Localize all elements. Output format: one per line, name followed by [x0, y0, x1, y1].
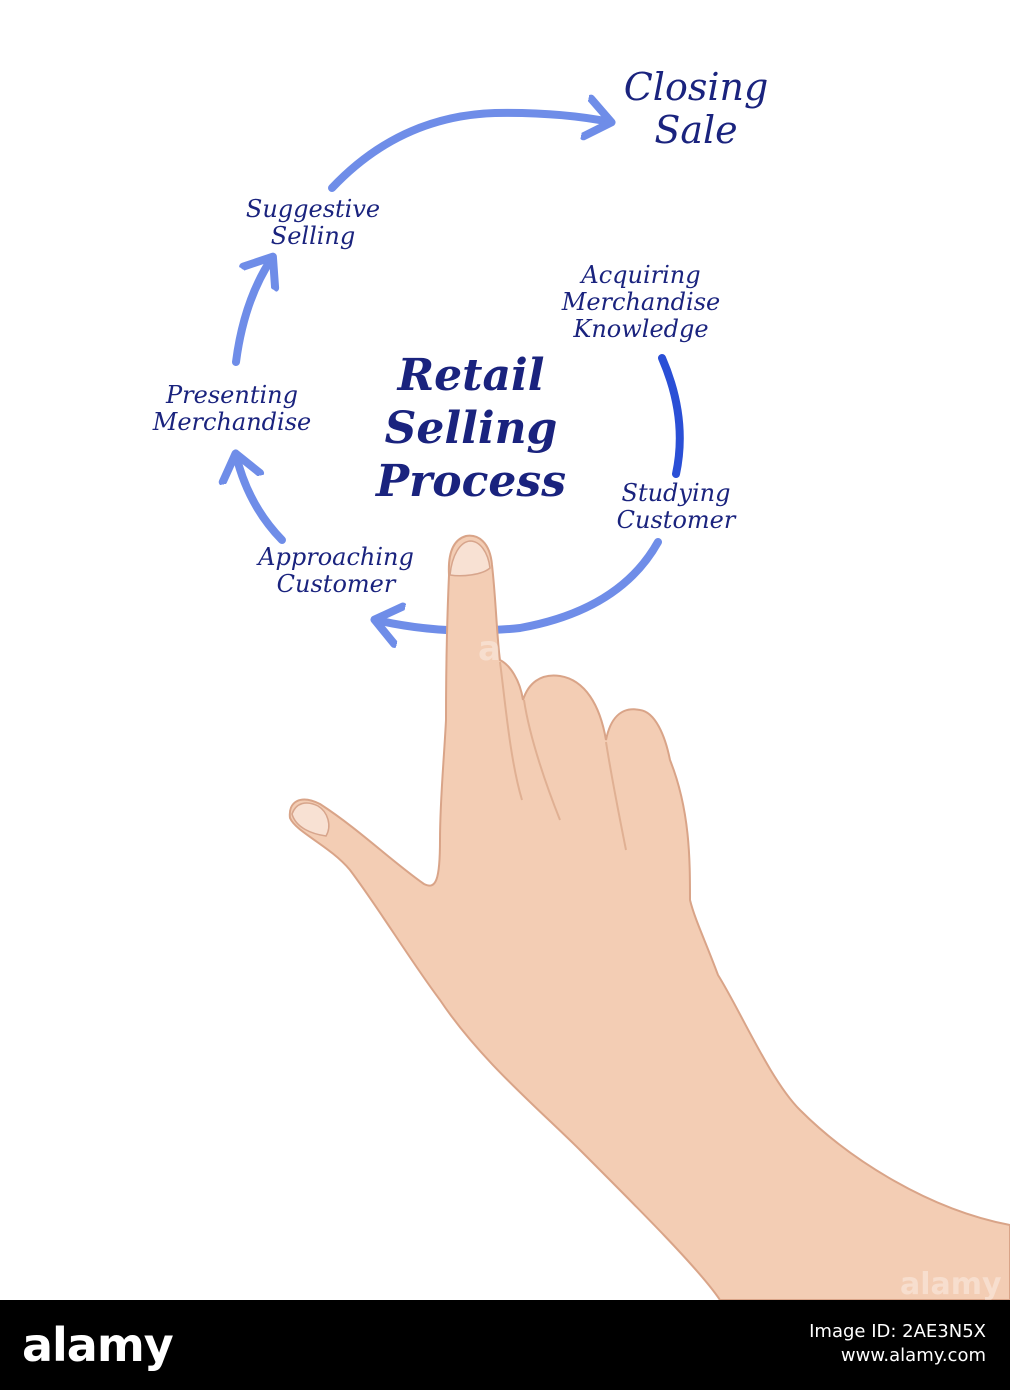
- step-closing-sale-line2: Sale: [654, 107, 738, 152]
- pointing-hand: [288, 534, 1010, 1300]
- center-title-line1: Retail: [397, 350, 545, 401]
- step-approaching-customer: Approaching Customer: [224, 544, 448, 598]
- watermark-bottom: alamy: [900, 1267, 1002, 1300]
- step-acquiring-line2: Merchandise: [561, 287, 721, 316]
- diagram-center-title: Retail Selling Process: [336, 350, 606, 508]
- step-presenting-line2: Merchandise: [152, 407, 312, 436]
- step-closing-sale: Closing Sale: [596, 66, 796, 151]
- step-approaching-line2: Customer: [276, 569, 396, 598]
- step-closing-sale-line1: Closing: [623, 65, 769, 109]
- step-acquiring-line1: Acquiring: [581, 261, 701, 289]
- image-id-block: Image ID: 2AE3N5X www.alamy.com: [809, 1320, 986, 1369]
- watermark-mid: alamy: [478, 629, 593, 669]
- step-studying-line2: Customer: [616, 505, 736, 534]
- step-acquiring-line3: Knowledge: [573, 314, 709, 343]
- step-presenting-line1: Presenting: [166, 381, 298, 409]
- step-studying-line1: Studying: [621, 479, 731, 507]
- center-title-line2: Selling: [384, 402, 558, 454]
- step-suggestive-selling: Suggestive Selling: [228, 196, 398, 250]
- step-acquiring-merchandise-knowledge: Acquiring Merchandise Knowledge: [526, 262, 756, 343]
- step-suggestive-selling-line1: Suggestive: [245, 195, 381, 223]
- arrow-to-suggestive-selling: [232, 258, 272, 366]
- center-title-line3: Process: [376, 455, 566, 507]
- arrow-to-closing-sale: [328, 113, 610, 192]
- site-url: www.alamy.com: [840, 1345, 986, 1367]
- step-studying-customer: Studying Customer: [594, 480, 758, 534]
- step-presenting-merchandise: Presenting Merchandise: [120, 382, 344, 436]
- stock-footer-bar: alamy Image ID: 2AE3N5X www.alamy.com: [0, 1300, 1010, 1390]
- diagram-canvas: alamy alamy Closing Sale Suggestive Sell…: [0, 0, 1010, 1300]
- step-approaching-line1: Approaching: [258, 543, 414, 571]
- arrow-to-approaching-customer: [376, 538, 662, 631]
- arrow-acquiring-to-studying: [658, 354, 684, 478]
- alamy-logo: alamy: [22, 1318, 174, 1372]
- step-suggestive-selling-line2: Selling: [270, 221, 356, 250]
- image-id-label: Image ID: 2AE3N5X: [809, 1321, 986, 1342]
- arrow-to-presenting-merchandise: [236, 455, 286, 544]
- diagram-artwork: alamy alamy: [0, 0, 1010, 1300]
